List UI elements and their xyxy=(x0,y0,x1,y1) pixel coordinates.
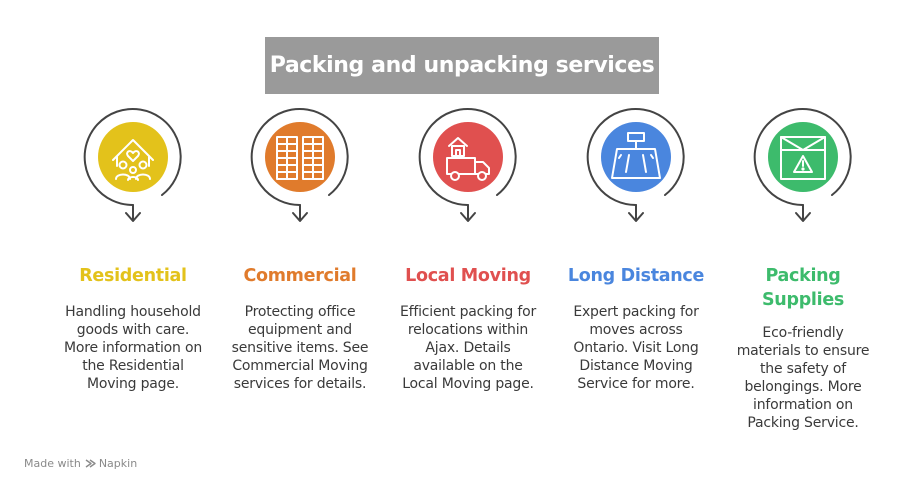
description-line: materials to ensure xyxy=(736,343,870,359)
description-line: information on xyxy=(753,397,853,413)
moving-truck-icon xyxy=(446,137,490,181)
icon-circle xyxy=(265,122,335,192)
arrow-down-icon xyxy=(125,212,141,222)
description-line: equipment and xyxy=(248,322,352,338)
service-description: Expert packing for moves across Ontario.… xyxy=(551,303,721,393)
heading-line: Long Distance xyxy=(567,266,705,286)
description-line: Expert packing for xyxy=(573,304,699,320)
service-node xyxy=(383,100,553,230)
description-line: the Residential xyxy=(82,358,184,374)
arrow-down-icon xyxy=(292,212,308,222)
description-line: moves across xyxy=(589,322,683,338)
service-description: Handling household goods with care. More… xyxy=(48,303,218,393)
description-line: Eco-friendly xyxy=(762,325,844,341)
description-line: Moving page. xyxy=(86,376,180,392)
heading-line: Residential xyxy=(79,266,187,286)
service-node xyxy=(551,100,721,230)
orbit-arc xyxy=(586,108,685,207)
description-line: Distance Moving xyxy=(579,358,693,374)
service-node xyxy=(48,100,218,230)
heading-line: Commercial xyxy=(243,266,357,286)
arrow-down-icon xyxy=(628,212,644,222)
description-line: sensitive items. See xyxy=(231,340,369,356)
service-description: Protecting office equipment and sensitiv… xyxy=(215,303,385,393)
service-heading: Packing Supplies xyxy=(718,264,888,312)
description-line: belongings. More xyxy=(744,379,862,395)
description-line: available on the xyxy=(413,358,523,374)
footer-brand: Napkin xyxy=(85,457,137,470)
icon-circle xyxy=(601,122,671,192)
icon-circle xyxy=(98,122,168,192)
house-family-icon xyxy=(112,139,154,181)
description-line: Local Moving page. xyxy=(402,376,534,392)
footer-brand-label: Napkin xyxy=(98,457,138,470)
footer-prefix: Made with xyxy=(24,457,81,470)
service-node xyxy=(718,100,888,230)
description-line: Ajax. Details xyxy=(425,340,511,356)
description-line: Protecting office xyxy=(244,304,356,320)
page-title: Packing and unpacking services xyxy=(269,53,655,78)
description-line: Ontario. Visit Long xyxy=(573,340,699,356)
made-with-napkin[interactable]: Made with Napkin xyxy=(24,457,137,470)
office-building-icon xyxy=(276,136,324,180)
service-description: Eco-friendly materials to ensure the saf… xyxy=(718,324,888,432)
description-line: More information on xyxy=(63,340,203,356)
description-line: relocations within xyxy=(407,322,529,338)
fragile-box-icon xyxy=(780,136,826,180)
service-heading: Local Moving xyxy=(383,264,553,288)
orbit-arc xyxy=(418,108,517,207)
heading-line: Local Moving xyxy=(405,266,531,286)
heading-line: Supplies xyxy=(762,290,844,310)
description-line: goods with care. xyxy=(76,322,190,338)
heading-line: Packing xyxy=(765,266,841,286)
service-node xyxy=(215,100,385,230)
service-heading: Residential xyxy=(48,264,218,288)
orbit-arc xyxy=(250,108,349,207)
description-line: the safety of xyxy=(760,361,846,377)
description-line: Service for more. xyxy=(577,376,695,392)
napkin-logo-icon xyxy=(85,459,96,468)
arrow-down-icon xyxy=(460,212,476,222)
service-heading: Commercial xyxy=(215,264,385,288)
orbit-arc xyxy=(83,108,182,207)
orbit-arc xyxy=(753,108,852,207)
service-description: Efficient packing for relocations within… xyxy=(383,303,553,393)
description-line: Commercial Moving xyxy=(232,358,368,374)
title-banner: Packing and unpacking services xyxy=(265,37,659,94)
highway-sign-icon xyxy=(611,132,661,179)
description-line: services for details. xyxy=(233,376,367,392)
description-line: Efficient packing for xyxy=(399,304,537,320)
description-line: Packing Service. xyxy=(747,415,859,431)
arrow-down-icon xyxy=(795,212,811,222)
service-heading: Long Distance xyxy=(551,264,721,288)
description-line: Handling household xyxy=(65,304,201,320)
